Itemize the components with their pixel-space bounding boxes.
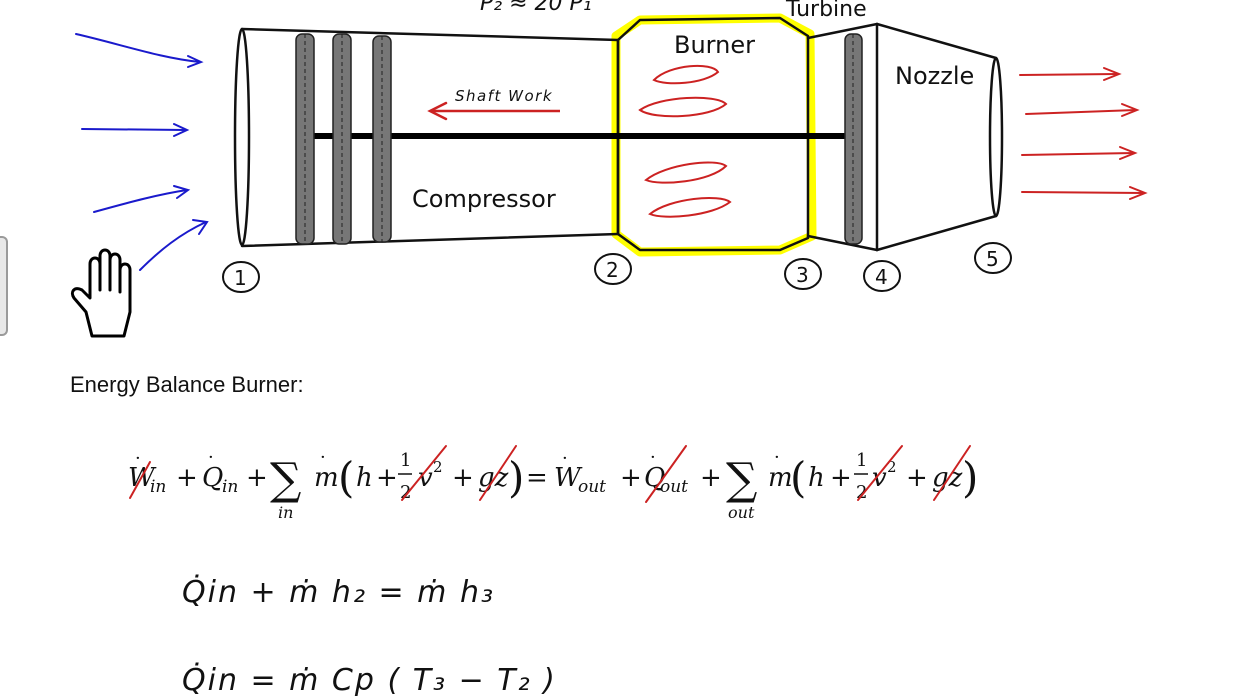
svg-text:2: 2 <box>856 482 867 503</box>
svg-text:gz: gz <box>932 463 963 493</box>
side-panel-tab[interactable] <box>0 236 8 336</box>
turbine-label: Turbine <box>785 0 867 22</box>
svg-text:out: out <box>660 477 688 497</box>
svg-text:2: 2 <box>400 482 411 503</box>
svg-text:(: ( <box>790 453 806 502</box>
svg-text:h: h <box>808 463 825 493</box>
svg-text:(: ( <box>338 453 354 502</box>
shaft-work-label: Shaft Work <box>455 87 553 105</box>
station-marker: 5 <box>974 242 1012 274</box>
svg-text:+: + <box>246 463 268 493</box>
svg-text:+: + <box>176 463 198 493</box>
svg-text:): ) <box>508 453 524 502</box>
svg-text:1: 1 <box>400 450 411 471</box>
engine-outline <box>233 16 1004 252</box>
svg-text:W: W <box>554 463 583 493</box>
svg-text:3: 3 <box>796 263 809 287</box>
svg-text:W: W <box>128 463 157 493</box>
svg-text:1: 1 <box>856 450 867 471</box>
svg-text:·: · <box>562 448 568 469</box>
svg-text:2: 2 <box>606 258 619 282</box>
svg-text:+: + <box>700 463 722 493</box>
station-marker: 3 <box>784 258 822 290</box>
station-marker: 2 <box>594 253 632 285</box>
svg-text:in: in <box>150 477 166 497</box>
burner-label: Burner <box>674 31 755 59</box>
hand-cursor-icon <box>70 248 132 338</box>
compressor-blade-row <box>372 35 392 243</box>
sum-lower-in: in <box>278 503 293 522</box>
svg-text:1: 1 <box>234 266 247 290</box>
svg-text:2: 2 <box>433 458 443 476</box>
svg-text:v: v <box>418 463 433 493</box>
svg-text:out: out <box>578 477 606 497</box>
burner-step-equation-2: Q̇in = ṁ Cp ( T₃ − T₂ ) <box>182 663 557 698</box>
compressor-blade-row <box>332 33 352 245</box>
svg-text:+: + <box>906 463 928 493</box>
nozzle-label: Nozzle <box>895 62 974 90</box>
svg-text:gz: gz <box>478 463 509 493</box>
exhaust-flow-arrows <box>1019 67 1148 200</box>
svg-text:2: 2 <box>887 458 897 476</box>
svg-text:+: + <box>830 463 852 493</box>
station-marker: 1 <box>222 261 260 293</box>
inlet-flow-arrows <box>75 33 209 271</box>
sum-lower-out: out <box>728 503 755 522</box>
svg-text:Q: Q <box>644 463 665 493</box>
svg-text:=: = <box>526 463 548 493</box>
svg-text:·: · <box>320 447 326 468</box>
svg-text:+: + <box>620 463 642 493</box>
svg-text:in: in <box>222 477 238 497</box>
svg-text:5: 5 <box>986 247 999 271</box>
svg-text:+: + <box>452 463 474 493</box>
svg-text:4: 4 <box>875 265 888 289</box>
svg-text:∑: ∑ <box>726 454 757 505</box>
shaft-work-arrow <box>427 101 560 121</box>
svg-text:Q: Q <box>202 463 223 493</box>
burner-flames <box>638 64 732 218</box>
svg-text:·: · <box>650 447 656 468</box>
svg-text:·: · <box>135 448 141 469</box>
energy-balance-equation: W · out in + Q · in + ∑ in m · ( h + 1 2… <box>128 447 978 522</box>
svg-text:·: · <box>208 447 214 468</box>
svg-text:): ) <box>962 453 978 502</box>
svg-text:m: m <box>314 463 339 493</box>
svg-text:m: m <box>768 463 793 493</box>
section-heading: Energy Balance Burner: <box>70 372 304 397</box>
turbine-blade-row <box>844 33 863 245</box>
cancel-strikes <box>129 445 971 503</box>
burner-step-equation-1: Q̇in + ṁ h₂ = ṁ h₃ <box>182 575 495 610</box>
svg-text:+: + <box>376 463 398 493</box>
svg-text:·: · <box>774 447 780 468</box>
compressor-label: Compressor <box>412 185 556 213</box>
compressor-blade-row <box>295 33 315 245</box>
svg-text:h: h <box>356 463 373 493</box>
svg-text:∑: ∑ <box>270 454 301 505</box>
station-marker: 4 <box>863 260 901 292</box>
top-cut-text: P₂ ≈ 20 P₁ <box>480 0 592 16</box>
